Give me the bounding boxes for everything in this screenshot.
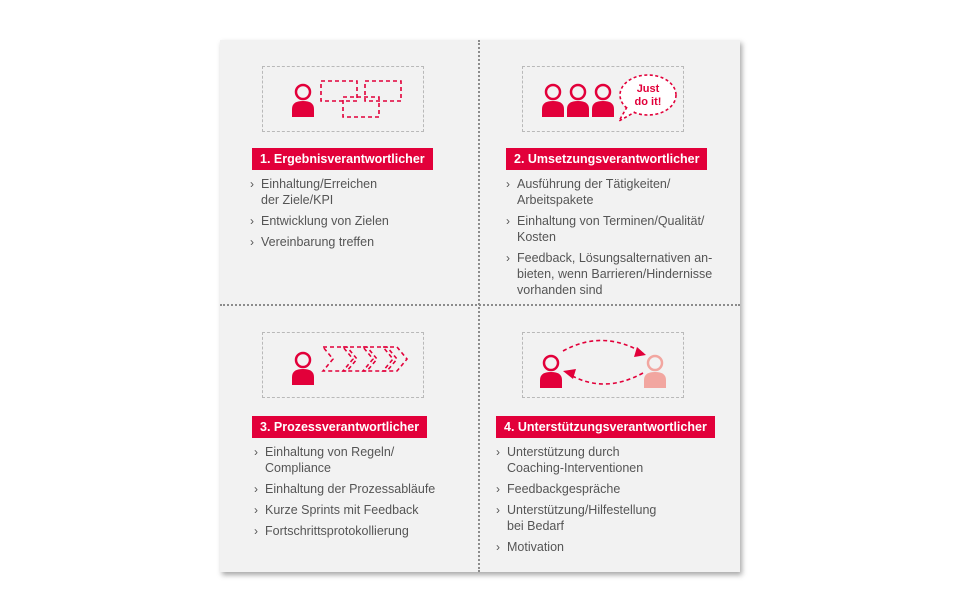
list-item: ›Feedbackgespräche: [496, 482, 621, 496]
list-item: ›Ausführung der Tätigkeiten/ Arbeitspake…: [506, 177, 671, 207]
quadrant-title: 2. Umsetzungsverantwortlicher: [506, 148, 708, 170]
quadrant-title: 1. Ergebnisverantwortlicher: [252, 148, 433, 170]
horizontal-divider: [220, 304, 740, 306]
list-item: ›Einhaltung der Prozessabläufe: [254, 482, 436, 496]
list-item: ›Einhaltung von Terminen/Qualität/ Koste…: [506, 214, 705, 244]
illustration-frame: [522, 332, 684, 398]
item-list: ›Einhaltung von Regeln/ Compliance ›Einh…: [254, 444, 476, 544]
item-list: ›Ausführung der Tätigkeiten/ Arbeitspake…: [506, 176, 728, 303]
list-item: ›Feedback, Lösungsalternativen an- biete…: [506, 251, 713, 297]
person-with-goal-boxes-icon: [292, 80, 402, 118]
chevron-right-icon: ›: [250, 235, 254, 249]
chevron-right-icon: ›: [250, 177, 254, 191]
svg-text:Just: Just: [637, 83, 660, 95]
illustration-frame: [262, 332, 424, 398]
chevron-right-icon: ›: [496, 445, 500, 459]
svg-text:do it!: do it!: [635, 96, 662, 108]
list-item: ›Motivation: [496, 540, 564, 554]
roles-panel: 1. Ergebnisverantwortlicher ›Einhaltung/…: [220, 40, 740, 572]
quadrant-title: 4. Unterstützungsverantwortlicher: [496, 416, 715, 438]
list-item: ›Entwicklung von Zielen: [250, 214, 389, 228]
list-item: ›Unterstützung/Hilfestellung bei Bedarf: [496, 503, 657, 533]
list-item: ›Einhaltung/Erreichen der Ziele/KPI: [250, 177, 378, 207]
chevron-right-icon: ›: [254, 445, 258, 459]
vertical-divider: [478, 40, 480, 572]
illustration-frame: [262, 66, 424, 132]
chevron-right-icon: ›: [496, 482, 500, 496]
chevron-right-icon: ›: [250, 214, 254, 228]
list-item: ›Unterstützung durch Coaching-Interventi…: [496, 445, 644, 475]
list-item: ›Fortschrittsprotokollierung: [254, 524, 409, 538]
quadrant-title: 3. Prozessverantwortlicher: [252, 416, 428, 438]
two-persons-exchange-icon: [540, 339, 666, 388]
item-list: ›Unterstützung durch Coaching-Interventi…: [496, 444, 726, 560]
chevron-right-icon: ›: [254, 482, 258, 496]
chevron-right-icon: ›: [506, 251, 510, 265]
person-with-process-arrows-icon: [292, 346, 409, 385]
chevron-right-icon: ›: [506, 214, 510, 228]
item-list: ›Einhaltung/Erreichen der Ziele/KPI ›Ent…: [250, 176, 472, 255]
three-persons-speech-bubble-icon: Just do it!: [542, 74, 677, 124]
list-item: ›Einhaltung von Regeln/ Compliance: [254, 445, 395, 475]
chevron-right-icon: ›: [496, 540, 500, 554]
list-item: ›Kurze Sprints mit Feedback: [254, 503, 419, 517]
illustration-frame: Just do it!: [522, 66, 684, 132]
chevron-right-icon: ›: [254, 503, 258, 517]
chevron-right-icon: ›: [254, 524, 258, 538]
list-item: ›Vereinbarung treffen: [250, 235, 375, 249]
chevron-right-icon: ›: [496, 503, 500, 517]
chevron-right-icon: ›: [506, 177, 510, 191]
